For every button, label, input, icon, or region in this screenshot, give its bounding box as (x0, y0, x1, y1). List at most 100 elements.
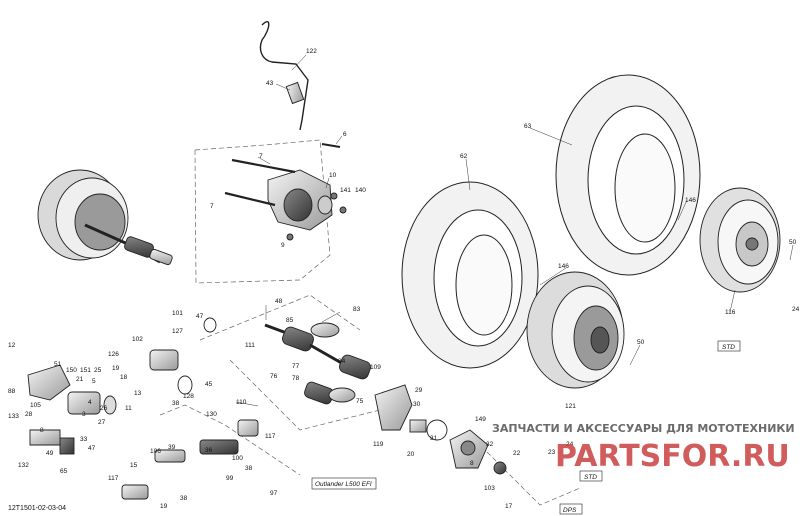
callout-45: 45 (205, 381, 213, 388)
callout-101: 101 (172, 310, 183, 317)
callout-38c: 38 (180, 495, 188, 502)
std-tag-hub: STD (579, 470, 603, 482)
callout-146a: 146 (685, 197, 696, 204)
callout-24b: 24 (566, 441, 574, 448)
callout-77: 77 (292, 363, 300, 370)
model-note-box: Outlander L500 EFI (311, 477, 377, 490)
left-rim (37, 169, 173, 266)
callout-83: 83 (353, 306, 361, 313)
callout-8a: 8 (40, 427, 44, 434)
callout-38b: 38 (245, 465, 253, 472)
callout-22: 22 (513, 450, 521, 457)
callout-122: 122 (306, 48, 317, 55)
callout-132: 132 (18, 462, 29, 469)
callout-88: 88 (8, 388, 16, 395)
callout-102: 102 (132, 336, 143, 343)
drive-shafts (264, 322, 371, 405)
callout-146b: 146 (558, 263, 569, 270)
callout-100: 100 (232, 455, 243, 462)
callout-105: 105 (30, 402, 41, 409)
callout-18: 18 (120, 374, 128, 381)
callout-11: 11 (125, 405, 132, 412)
watermark-logo: PARTSFOR.RU (555, 439, 790, 474)
callout-15: 15 (130, 462, 138, 469)
tire-62 (401, 181, 539, 369)
callout-150: 150 (66, 367, 77, 374)
callout-19b: 19 (160, 503, 168, 510)
callout-8b: 8 (470, 460, 474, 467)
callout-65: 65 (60, 468, 68, 475)
callout-141: 141 (340, 187, 351, 194)
callout-97: 97 (270, 490, 278, 497)
callout-62: 62 (460, 153, 468, 160)
front-differential (224, 21, 347, 241)
callout-63: 63 (524, 123, 532, 130)
dps-tag: DPS (559, 503, 583, 515)
callout-36: 36 (205, 447, 213, 454)
callout-20: 20 (407, 451, 415, 458)
callout-117a: 117 (265, 433, 276, 440)
callout-31: 31 (430, 435, 438, 442)
callout-19: 19 (112, 365, 120, 372)
callout-13: 13 (134, 390, 142, 397)
callout-140: 140 (355, 187, 366, 194)
callout-7a: 7 (259, 153, 263, 160)
callout-24a: 24 (792, 306, 800, 313)
callout-117b: 117 (108, 475, 119, 482)
callout-149: 149 (475, 416, 486, 423)
callout-103: 103 (484, 485, 495, 492)
callout-48: 48 (275, 298, 283, 305)
callout-50b: 50 (637, 339, 645, 346)
callout-3: 3 (82, 411, 86, 418)
callout-51: 51 (54, 361, 62, 368)
callout-151: 151 (80, 367, 91, 374)
callout-47: 47 (196, 313, 204, 320)
callout-127: 127 (172, 328, 183, 335)
callout-110: 110 (236, 399, 247, 406)
callout-25: 25 (94, 367, 102, 374)
knuckle-hub (374, 384, 507, 475)
callout-75: 75 (356, 398, 364, 405)
callout-119: 119 (373, 441, 384, 448)
callout-43: 43 (266, 80, 274, 87)
callout-133: 133 (8, 413, 19, 420)
std-tag-rim: STD (717, 340, 741, 352)
callout-126: 126 (108, 351, 119, 358)
callout-76: 76 (270, 373, 278, 380)
callout-28: 28 (25, 411, 33, 418)
callout-10: 10 (329, 172, 337, 179)
callout-130: 130 (206, 411, 217, 418)
callout-106: 106 (150, 448, 161, 455)
svg-text:STD: STD (722, 344, 735, 351)
rim-121 (526, 271, 625, 389)
callout-labels: 122 43 6 7 10 141 140 7 9 63 62 146 146 … (8, 48, 800, 510)
rim-116 (699, 187, 781, 293)
callout-111: 111 (245, 342, 255, 349)
callout-84: 84 (338, 358, 346, 365)
leader-lines (235, 54, 794, 407)
callout-9: 9 (281, 242, 285, 249)
callout-109: 109 (370, 364, 381, 371)
callout-50a: 50 (789, 239, 797, 246)
callout-26: 26 (100, 405, 108, 412)
callout-47b: 47 (88, 445, 96, 452)
callout-121: 121 (565, 403, 576, 410)
callout-30: 30 (413, 401, 421, 408)
callout-12: 12 (8, 342, 16, 349)
callout-4: 4 (88, 399, 92, 406)
callout-23: 23 (548, 449, 556, 456)
drawing-code: 12T1501-02-03-04 (8, 505, 66, 512)
svg-text:DPS: DPS (563, 507, 577, 514)
svg-text:Outlander L500 EFI: Outlander L500 EFI (315, 481, 372, 488)
callout-128: 128 (183, 393, 194, 400)
callout-116: 116 (725, 309, 736, 316)
callout-17: 17 (505, 503, 513, 510)
callout-39: 39 (168, 444, 176, 451)
callout-29: 29 (415, 387, 423, 394)
callout-32: 32 (486, 441, 494, 448)
callout-7b: 7 (210, 203, 214, 210)
callout-49: 49 (46, 450, 54, 457)
tire-63 (555, 74, 701, 276)
